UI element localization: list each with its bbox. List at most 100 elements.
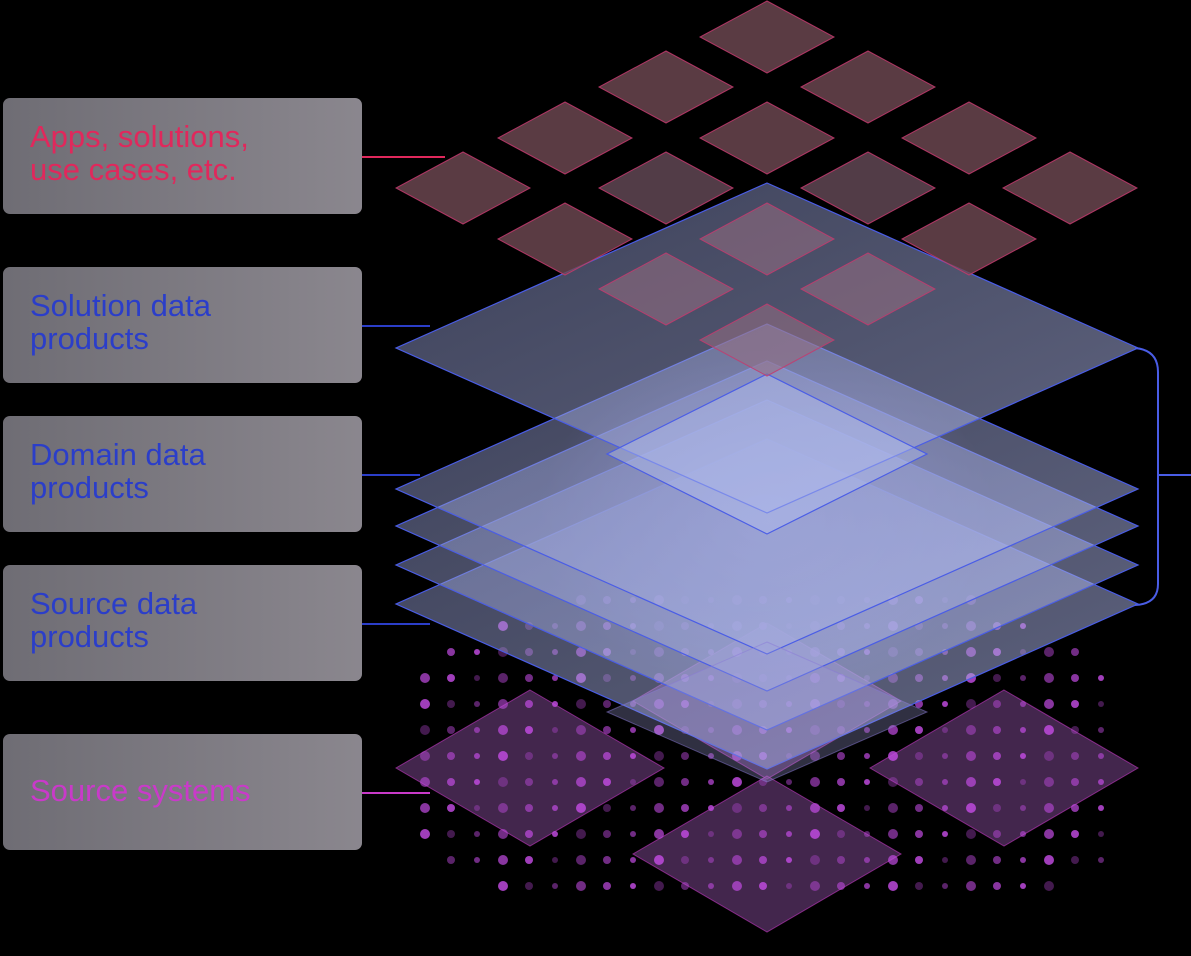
source-dot-92 (630, 831, 636, 837)
source-dot-36 (498, 881, 508, 891)
source-dot-15 (447, 830, 455, 838)
source-dot-16 (447, 856, 455, 864)
source-dot-10 (447, 700, 455, 708)
source-dot-66 (576, 777, 586, 787)
source-dot-222 (915, 778, 923, 786)
source-dot-271 (1020, 857, 1026, 863)
source-dot-247 (966, 803, 976, 813)
source-dot-3 (420, 725, 430, 735)
app-tile-9 (799, 151, 937, 225)
systems-label-line1: Source systems (30, 773, 251, 808)
source-dot-54 (552, 779, 558, 785)
solution-label-line2: products (30, 321, 149, 356)
source-dot-4 (420, 751, 430, 761)
source-dot-6 (420, 803, 430, 813)
data-product-layers (394, 182, 1140, 783)
source-dot-63 (576, 699, 586, 709)
source-dot-287 (1071, 752, 1079, 760)
source-dot-142 (732, 881, 742, 891)
source-dot-249 (966, 855, 976, 865)
connector-lines (362, 156, 445, 794)
source-dot-290 (1071, 830, 1079, 838)
source-dot-258 (993, 804, 1001, 812)
source-dot-12 (447, 752, 455, 760)
source-dot-102 (654, 777, 664, 787)
source-dot-297 (1098, 805, 1104, 811)
source-dot-138 (732, 777, 742, 787)
app-tile-16 (698, 303, 836, 377)
source-dot-212 (888, 829, 898, 839)
layer-bracket (1134, 347, 1191, 606)
source-dot-200 (864, 831, 870, 837)
app-tile-12 (698, 202, 836, 276)
source-dot-231 (942, 701, 948, 707)
source-dot-7 (420, 829, 430, 839)
source-dot-81 (603, 856, 611, 864)
source-dot-28 (498, 673, 508, 683)
source-dot-243 (966, 699, 976, 709)
source-dot-162 (786, 779, 792, 785)
source-dot-75 (603, 700, 611, 708)
source-dot-114 (681, 778, 689, 786)
source-dot-178 (810, 881, 820, 891)
source-dot-125 (708, 753, 714, 759)
source-dot-89 (630, 753, 636, 759)
source-dot-127 (708, 805, 714, 811)
source-dot-113 (681, 752, 689, 760)
source-dot-186 (837, 778, 845, 786)
source-dot-128 (708, 831, 714, 837)
source-dot-57 (552, 857, 558, 863)
source-dot-264 (1020, 675, 1026, 681)
source-dot-256 (993, 752, 1001, 760)
source-dot-285 (1071, 700, 1079, 708)
source-dot-103 (654, 803, 664, 813)
source-dot-221 (915, 752, 923, 760)
source-dot-199 (864, 805, 870, 811)
source-dot-295 (1098, 753, 1104, 759)
source-dot-105 (654, 855, 664, 865)
source-dot-1 (420, 673, 430, 683)
source-dot-220 (915, 726, 923, 734)
source-system-tile-4 (632, 775, 902, 933)
source-dot-30 (498, 725, 508, 735)
app-tile-6 (900, 101, 1038, 175)
source-dot-293 (1098, 701, 1104, 707)
source-dot-64 (576, 725, 586, 735)
source-dot-175 (810, 803, 820, 813)
source-dot-265 (1020, 701, 1026, 707)
source-dot-213 (888, 855, 898, 865)
source-dot-269 (1020, 805, 1026, 811)
source-inner-square (605, 641, 929, 783)
source-dot-53 (552, 753, 558, 759)
source-dot-52 (552, 727, 558, 733)
source-dot-18 (474, 675, 480, 681)
source-dot-281 (1044, 855, 1054, 865)
source-dot-296 (1098, 779, 1104, 785)
source-dot-42 (525, 752, 533, 760)
source-dot-282 (1044, 881, 1054, 891)
source-dot-153 (759, 856, 767, 864)
source-dot-77 (603, 752, 611, 760)
app-tile-1 (698, 0, 836, 74)
source-dot-70 (576, 881, 586, 891)
apps-label: Apps, solutions, use cases, etc. (3, 98, 362, 214)
source-dot-41 (525, 726, 533, 734)
source-dot-255 (993, 726, 1001, 734)
source-dot-13 (447, 778, 455, 786)
source-dot-196 (864, 727, 870, 733)
source-dot-274 (1044, 673, 1054, 683)
source-dot-291 (1071, 856, 1079, 864)
source-dot-19 (474, 701, 480, 707)
source-dot-284 (1071, 674, 1079, 682)
source-dot-232 (942, 727, 948, 733)
source-dot-35 (498, 855, 508, 865)
source-dot-289 (1071, 804, 1079, 812)
source-dot-275 (1044, 699, 1054, 709)
source-dot-197 (864, 753, 870, 759)
source-dot-154 (759, 882, 767, 890)
source-dot-21 (474, 753, 480, 759)
source-dot-233 (942, 753, 948, 759)
app-tile-3 (799, 50, 937, 124)
source-dot-79 (603, 804, 611, 812)
source-dot-260 (993, 856, 1001, 864)
